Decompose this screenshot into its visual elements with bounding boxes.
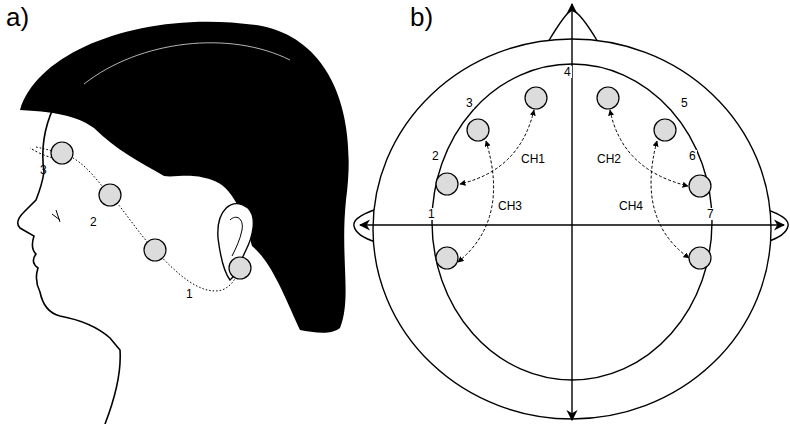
electrode-number: 4 (563, 66, 572, 78)
channel-label: CH4 (618, 200, 644, 212)
electrode-number: 7 (706, 208, 715, 220)
panel-label: b) (410, 4, 433, 30)
electrode-number: 6 (688, 150, 697, 162)
side-head (18, 22, 349, 424)
channel-label: CH2 (596, 153, 622, 165)
channel-label: CH1 (520, 153, 546, 165)
electrode-number: 2 (90, 216, 97, 228)
top-head (354, 4, 788, 420)
electrode-number: 2 (431, 150, 440, 162)
electrode-number: 1 (186, 288, 193, 300)
electrode-number: 5 (680, 97, 689, 109)
electrode-number: 3 (465, 97, 474, 109)
electrode-number: 1 (427, 208, 436, 220)
channel-label: CH3 (497, 200, 523, 212)
panel-label: a) (6, 4, 29, 30)
electrode-number: 3 (40, 164, 47, 176)
